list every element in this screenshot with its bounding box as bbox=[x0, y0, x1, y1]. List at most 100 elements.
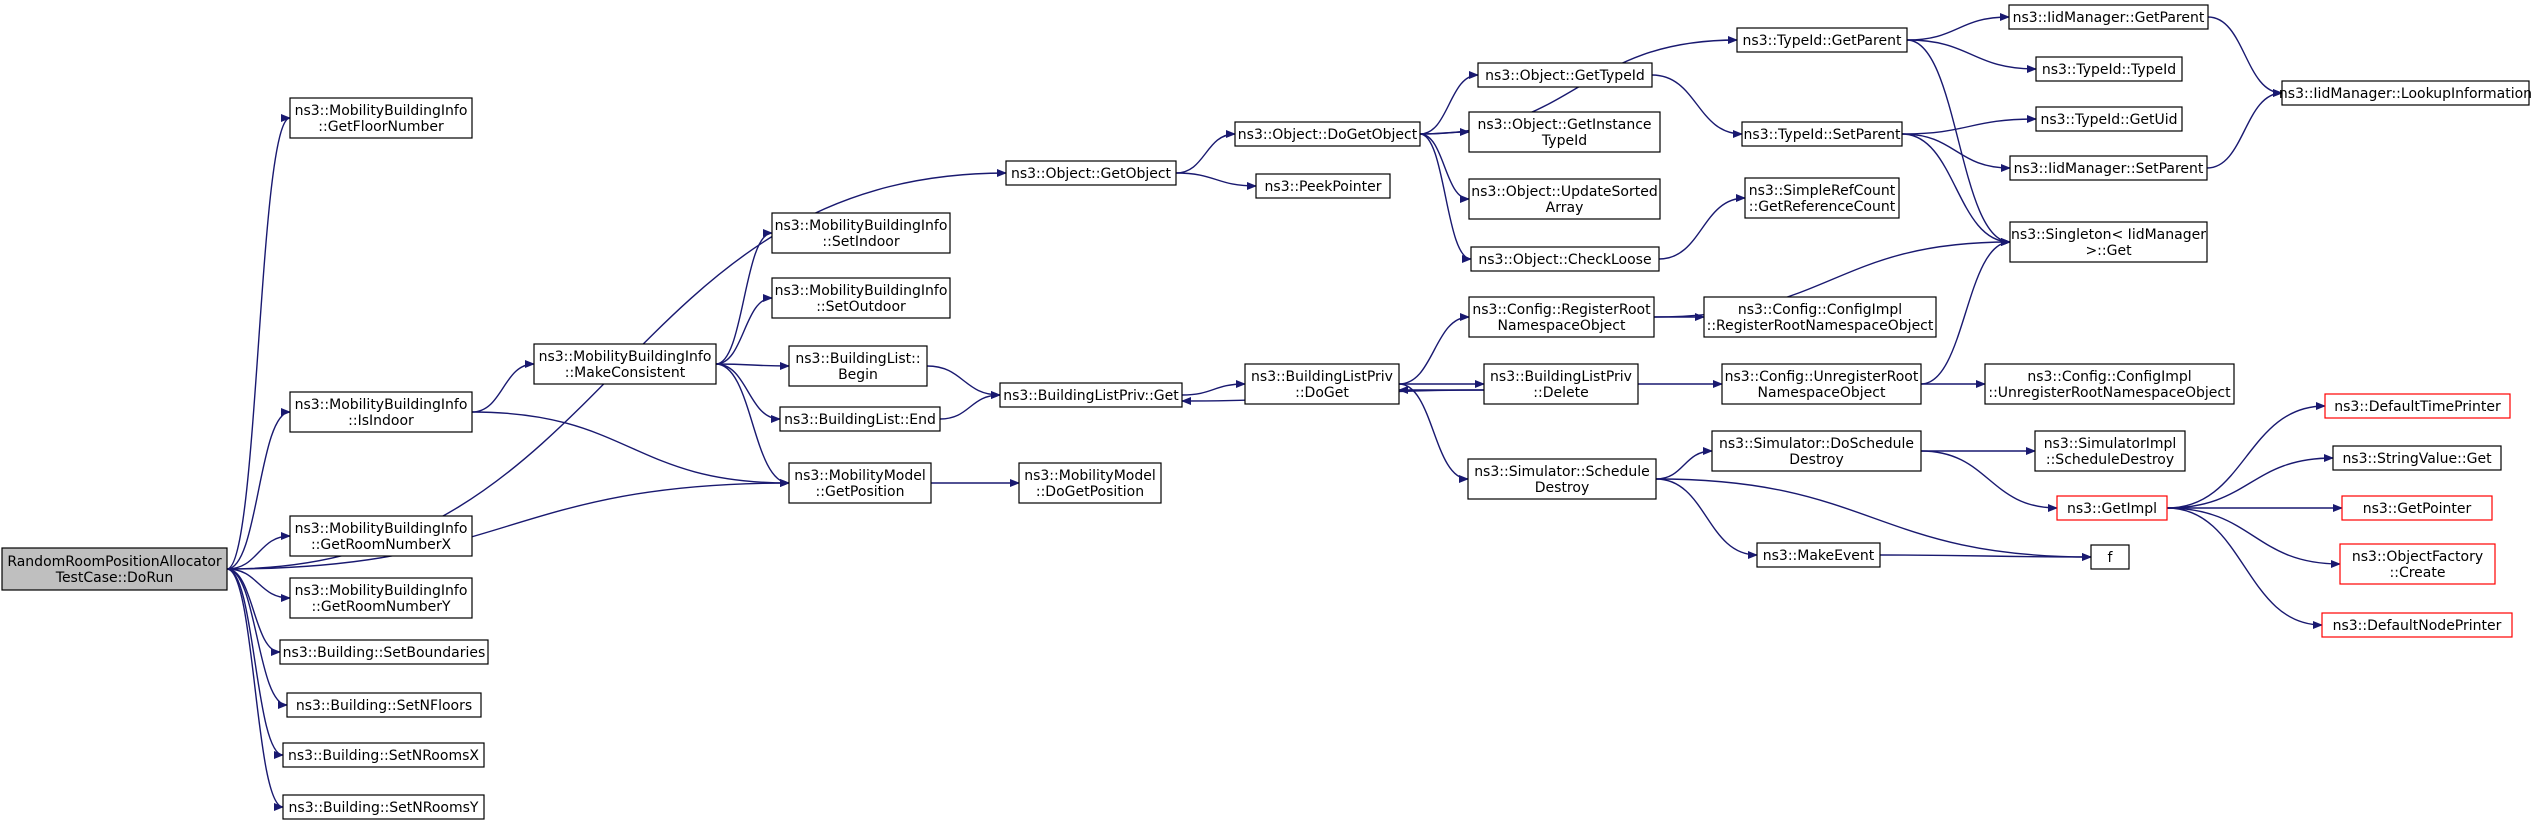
node-peekPointer[interactable]: ns3::PeekPointer bbox=[1255, 173, 1391, 199]
node-label-getRoomNumberX-line-1: ::GetRoomNumberX bbox=[311, 537, 451, 553]
node-setIndoor[interactable]: ns3::MobilityBuildingInfo::SetIndoor bbox=[771, 212, 951, 254]
node-isIndoor[interactable]: ns3::MobilityBuildingInfo::IsIndoor bbox=[289, 391, 473, 433]
edge-root-to-getPosition bbox=[226, 479, 790, 570]
node-getFloorNumber[interactable]: ns3::MobilityBuildingInfo::GetFloorNumbe… bbox=[289, 97, 473, 139]
node-box-defaultNodePrinter bbox=[2321, 612, 2513, 638]
node-simImplScheduleDestroy[interactable]: ns3::SimulatorImpl::ScheduleDestroy bbox=[2034, 430, 2186, 472]
node-lookupInformation[interactable]: ns3::IidManager::LookupInformation bbox=[2279, 80, 2532, 106]
node-box-blPrivDelete bbox=[1483, 363, 1639, 405]
node-doGetPosition[interactable]: ns3::MobilityModel::DoGetPosition bbox=[1018, 462, 1162, 504]
node-label-setOutdoor-line-1: ::SetOutdoor bbox=[816, 299, 906, 315]
node-box-getObject bbox=[1005, 160, 1177, 186]
node-blEnd[interactable]: ns3::BuildingList::End bbox=[779, 406, 941, 432]
node-objectFactoryCreate[interactable]: ns3::ObjectFactory::Create bbox=[2339, 543, 2496, 585]
edge-makeConsistent-to-blBegin bbox=[715, 361, 790, 370]
node-typeIdGetParent[interactable]: ns3::TypeId::GetParent bbox=[1736, 27, 1908, 53]
node-blPrivGet[interactable]: ns3::BuildingListPriv::Get bbox=[999, 382, 1183, 408]
edge-typeIdSetParent-to-getUid bbox=[1901, 115, 2037, 135]
node-label-singletonGet-line-1: >::Get bbox=[2085, 243, 2132, 259]
node-singletonGet[interactable]: ns3::Singleton< IidManager>::Get bbox=[2009, 221, 2208, 263]
node-scheduleDestroy[interactable]: ns3::Simulator::ScheduleDestroy bbox=[1467, 458, 1657, 500]
node-unregisterRootNs[interactable]: ns3::Config::UnregisterRootNamespaceObje… bbox=[1721, 363, 1922, 405]
node-label-stringValueGet-line-0: ns3::StringValue::Get bbox=[2342, 451, 2492, 467]
edge-typeIdGetParent-to-singletonGet bbox=[1906, 39, 2011, 246]
node-setBoundaries[interactable]: ns3::Building::SetBoundaries bbox=[279, 639, 489, 665]
edge-root-to-setNFloors bbox=[226, 568, 288, 709]
node-box-simImplScheduleDestroy bbox=[2034, 430, 2186, 472]
node-getImpl[interactable]: ns3::GetImpl bbox=[2056, 495, 2168, 521]
node-box-doGetPosition bbox=[1018, 462, 1162, 504]
node-defaultTimePrinter[interactable]: ns3::DefaultTimePrinter bbox=[2324, 393, 2511, 419]
node-stringValueGet[interactable]: ns3::StringValue::Get bbox=[2332, 445, 2502, 471]
node-iidGetParent[interactable]: ns3::IidManager::GetParent bbox=[2008, 4, 2209, 30]
node-getRoomNumberY[interactable]: ns3::MobilityBuildingInfo::GetRoomNumber… bbox=[289, 577, 473, 619]
node-makeEvent[interactable]: ns3::MakeEvent bbox=[1756, 542, 1881, 568]
node-getObject[interactable]: ns3::Object::GetObject bbox=[1005, 160, 1177, 186]
node-label-getReferenceCount-line-1: ::GetReferenceCount bbox=[1749, 199, 1896, 215]
node-label-getFloorNumber-line-0: ns3::MobilityBuildingInfo bbox=[295, 103, 468, 119]
node-blBegin[interactable]: ns3::BuildingList::Begin bbox=[788, 345, 928, 387]
node-setOutdoor[interactable]: ns3::MobilityBuildingInfo::SetOutdoor bbox=[771, 277, 951, 319]
node-getPosition[interactable]: ns3::MobilityModel::GetPosition bbox=[788, 462, 932, 504]
node-label-configImplRegister-line-0: ns3::Config::ConfigImpl bbox=[1738, 302, 1902, 318]
node-blPrivDelete[interactable]: ns3::BuildingListPriv::Delete bbox=[1483, 363, 1639, 405]
node-box-getRoomNumberY bbox=[289, 577, 473, 619]
node-configImplRegister[interactable]: ns3::Config::ConfigImpl::RegisterRootNam… bbox=[1703, 296, 1937, 338]
edge-root-to-getRoomNumberY bbox=[226, 568, 291, 602]
node-typeIdSetParent[interactable]: ns3::TypeId::SetParent bbox=[1741, 121, 1903, 147]
node-getUid[interactable]: ns3::TypeId::GetUid bbox=[2035, 106, 2183, 132]
node-label-simImplScheduleDestroy-line-0: ns3::SimulatorImpl bbox=[2044, 436, 2177, 452]
node-label-blPrivDoGet-line-1: ::DoGet bbox=[1295, 385, 1349, 401]
edge-doGetObject-to-updateSortedArray bbox=[1419, 133, 1470, 203]
node-f[interactable]: f bbox=[2090, 544, 2130, 570]
node-defaultNodePrinter[interactable]: ns3::DefaultNodePrinter bbox=[2321, 612, 2513, 638]
node-typeIdTypeId[interactable]: ns3::TypeId::TypeId bbox=[2035, 56, 2183, 82]
node-box-f bbox=[2090, 544, 2130, 570]
node-box-registerRootNs bbox=[1468, 296, 1655, 338]
node-box-blBegin bbox=[788, 345, 928, 387]
node-label-getFloorNumber-line-1: ::GetFloorNumber bbox=[318, 119, 444, 135]
node-makeConsistent[interactable]: ns3::MobilityBuildingInfo::MakeConsisten… bbox=[533, 343, 717, 385]
node-iidSetParent[interactable]: ns3::IidManager::SetParent bbox=[2009, 155, 2208, 181]
node-configImplUnregister[interactable]: ns3::Config::ConfigImpl::UnregisterRootN… bbox=[1984, 363, 2235, 405]
edge-root-to-getFloorNumber bbox=[226, 114, 291, 570]
node-setNRoomsX[interactable]: ns3::Building::SetNRoomsX bbox=[282, 742, 485, 768]
edge-root-to-setBoundaries bbox=[226, 568, 281, 656]
node-root[interactable]: RandomRoomPositionAllocatorTestCase::DoR… bbox=[1, 547, 228, 591]
node-setNFloors[interactable]: ns3::Building::SetNFloors bbox=[286, 692, 482, 718]
edge-getImpl-to-defaultTimePrinter bbox=[2166, 402, 2326, 509]
node-box-lookupInformation bbox=[2281, 80, 2530, 106]
node-label-getInstanceTypeId-line-0: ns3::Object::GetInstance bbox=[1477, 117, 1651, 133]
edge-getImpl-to-defaultNodePrinter bbox=[2166, 507, 2323, 629]
node-label-setBoundaries-line-0: ns3::Building::SetBoundaries bbox=[283, 645, 486, 661]
node-registerRootNs[interactable]: ns3::Config::RegisterRootNamespaceObject bbox=[1468, 296, 1655, 338]
node-box-getImpl bbox=[2056, 495, 2168, 521]
node-getTypeId[interactable]: ns3::Object::GetTypeId bbox=[1477, 62, 1653, 88]
node-label-simImplScheduleDestroy-line-1: ::ScheduleDestroy bbox=[2046, 452, 2174, 468]
node-box-iidSetParent bbox=[2009, 155, 2208, 181]
node-doGetObject[interactable]: ns3::Object::DoGetObject bbox=[1234, 121, 1421, 147]
node-checkLoose[interactable]: ns3::Object::CheckLoose bbox=[1470, 246, 1660, 272]
node-label-configImplUnregister-line-1: ::UnregisterRootNamespaceObject bbox=[1988, 385, 2231, 401]
edge-scheduleDestroy-to-f bbox=[1655, 478, 2092, 561]
node-box-doScheduleDestroy bbox=[1711, 430, 1922, 472]
node-label-objectFactoryCreate-line-1: ::Create bbox=[2390, 565, 2446, 581]
node-getPointer[interactable]: ns3::GetPointer bbox=[2341, 495, 2493, 521]
node-label-objectFactoryCreate-line-0: ns3::ObjectFactory bbox=[2352, 549, 2483, 565]
node-blPrivDoGet[interactable]: ns3::BuildingListPriv::DoGet bbox=[1244, 363, 1400, 405]
node-label-configImplUnregister-line-0: ns3::Config::ConfigImpl bbox=[2027, 369, 2191, 385]
node-label-doScheduleDestroy-line-1: Destroy bbox=[1789, 452, 1843, 468]
node-box-setOutdoor bbox=[771, 277, 951, 319]
node-box-doGetObject bbox=[1234, 121, 1421, 147]
node-getReferenceCount[interactable]: ns3::SimpleRefCount::GetReferenceCount bbox=[1744, 177, 1900, 219]
node-box-getUid bbox=[2035, 106, 2183, 132]
node-setNRoomsY[interactable]: ns3::Building::SetNRoomsY bbox=[282, 794, 485, 820]
node-label-defaultTimePrinter-line-0: ns3::DefaultTimePrinter bbox=[2334, 399, 2501, 415]
node-label-f-line-0: f bbox=[2108, 550, 2114, 566]
node-label-peekPointer-line-0: ns3::PeekPointer bbox=[1265, 179, 1382, 195]
node-getRoomNumberX[interactable]: ns3::MobilityBuildingInfo::GetRoomNumber… bbox=[289, 515, 473, 557]
